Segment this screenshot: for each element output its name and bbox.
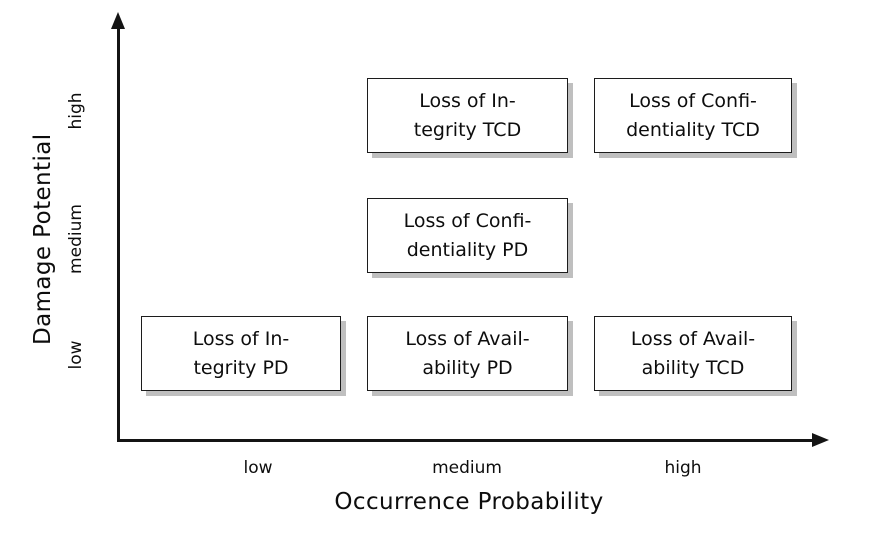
risk-box-line-1: Loss of Confi- xyxy=(629,89,757,112)
risk-box-line-1: Loss of Confi- xyxy=(403,209,532,232)
risk-box-line-2: tegrity PD xyxy=(193,356,289,379)
risk-box-line-2: ability PD xyxy=(422,356,513,379)
y-axis-line xyxy=(117,26,120,442)
risk-box-availability-pd[interactable]: Loss of Avail- ability PD xyxy=(367,316,568,391)
risk-box-integrity-tcd[interactable]: Loss of In- tegrity TCD xyxy=(367,78,568,153)
risk-box-integrity-pd[interactable]: Loss of In- tegrity PD xyxy=(141,316,341,391)
risk-box-confidentiality-tcd[interactable]: Loss of Confi- dentiality TCD xyxy=(594,78,792,153)
x-axis-tick-low: low xyxy=(243,458,273,478)
risk-box-confidentiality-pd[interactable]: Loss of Confi- dentiality PD xyxy=(367,198,568,273)
x-axis-tick-medium: medium xyxy=(432,458,502,478)
risk-box-line-2: ability TCD xyxy=(641,356,745,379)
y-axis-arrow-icon xyxy=(111,12,125,29)
risk-box-line-1: Loss of Avail- xyxy=(405,327,530,350)
y-axis-title: Damage Potential xyxy=(30,133,56,345)
y-axis-tick-high: high xyxy=(66,92,86,130)
x-axis-title: Occurrence Probability xyxy=(334,489,604,515)
risk-box-line-1: Loss of In- xyxy=(192,327,290,350)
risk-box-line-2: dentiality PD xyxy=(406,238,529,261)
risk-box-line-1: Loss of Avail- xyxy=(630,327,756,350)
y-axis-tick-low: low xyxy=(66,340,86,370)
x-axis-tick-high: high xyxy=(664,458,702,478)
risk-box-availability-tcd[interactable]: Loss of Avail- ability TCD xyxy=(594,316,792,391)
x-axis-arrow-icon xyxy=(812,433,829,447)
risk-box-line-2: tegrity TCD xyxy=(413,118,522,141)
y-axis-tick-medium: medium xyxy=(66,204,86,274)
risk-box-line-1: Loss of In- xyxy=(419,89,516,112)
risk-box-line-2: dentiality TCD xyxy=(626,118,760,141)
x-axis-line xyxy=(117,439,815,442)
